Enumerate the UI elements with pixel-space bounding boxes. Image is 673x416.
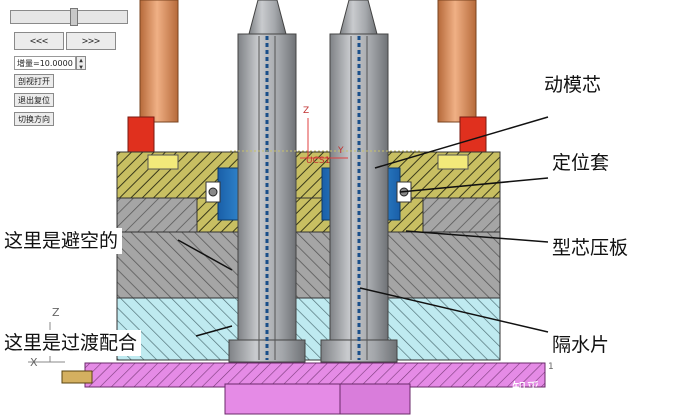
- callout-press-plate: 型芯压板: [548, 235, 633, 261]
- top-khaki-plate: [116, 151, 501, 201]
- press-plate-right-gray: [422, 197, 501, 233]
- exit-reset-button[interactable]: 退出复位: [14, 93, 54, 107]
- leader-clearance: [177, 239, 233, 271]
- section-slider[interactable]: [10, 8, 128, 26]
- leader-transition-fit: [195, 325, 233, 337]
- cyan-plate: [116, 297, 501, 361]
- increment-spinner[interactable]: ▲▼: [76, 56, 86, 71]
- middle-gray-plate: [116, 231, 501, 299]
- yellow-insert-right: [437, 154, 469, 170]
- callout-transition-fit: 这里是过渡配合: [0, 330, 142, 356]
- increment-field[interactable]: 增量=10.0000: [14, 56, 76, 70]
- spinner-up-icon[interactable]: ▲: [79, 57, 83, 64]
- screw-head-left: [208, 187, 218, 197]
- ucs-z-label: Z: [303, 106, 310, 116]
- axis-x-label: X: [30, 356, 38, 369]
- slider-thumb[interactable]: [70, 8, 78, 26]
- section-control-panel: <<< >>> 增量=10.0000 ▲▼ 剖视打开 退出复位 切换方向: [0, 0, 135, 140]
- pink-base-plate: [84, 362, 546, 388]
- switch-direction-button[interactable]: 切换方向: [14, 112, 54, 126]
- ucs-label: UCS1: [306, 156, 331, 166]
- watermark-author: @ UG模具教程: [550, 381, 646, 397]
- pink-base-lower: [224, 383, 346, 415]
- callout-water-baffle: 隔水片: [548, 332, 614, 358]
- copper-pin-left: [139, 0, 179, 123]
- callout-moving-core: 动模芯: [540, 72, 606, 98]
- red-cap-left: [127, 116, 155, 156]
- prev-button[interactable]: <<<: [14, 32, 64, 50]
- leader-water-baffle: [359, 287, 549, 333]
- leader-press-plate: [405, 230, 549, 243]
- callout-clearance: 这里是避空的: [0, 228, 123, 254]
- section-open-button[interactable]: 剖视打开: [14, 74, 54, 88]
- ucs-y-label: Y: [338, 146, 344, 156]
- pink-base-lower-2: [339, 383, 411, 415]
- leader-locating-sleeve: [399, 177, 549, 193]
- copper-pin-right: [437, 0, 477, 123]
- watermark-site: 知乎: [512, 381, 540, 397]
- brass-fitting: [61, 370, 93, 384]
- axis-z-label: Z: [52, 306, 60, 319]
- spinner-down-icon[interactable]: ▼: [79, 64, 83, 71]
- yellow-insert-left: [147, 154, 179, 170]
- next-button[interactable]: >>>: [66, 32, 116, 50]
- callout-locating-sleeve: 定位套: [548, 150, 614, 176]
- point-label: 1: [548, 362, 554, 372]
- moving-core-left: [228, 0, 306, 363]
- moving-core-right: [320, 0, 398, 363]
- leader-moving-core: [374, 116, 549, 169]
- press-plate-left-gray: [116, 197, 198, 233]
